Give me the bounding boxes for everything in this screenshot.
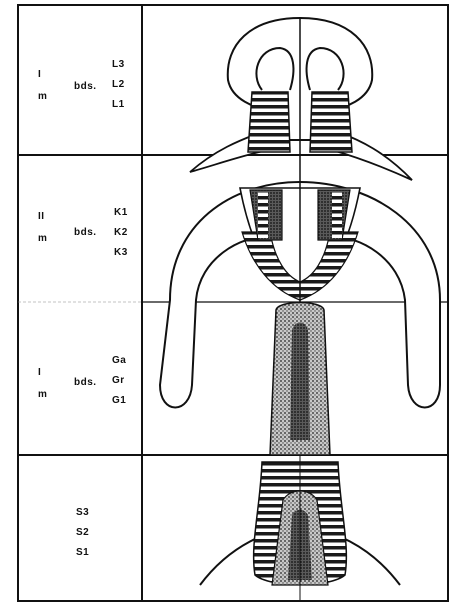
stage-2-embryo	[160, 155, 440, 455]
row-1-code-1: L3	[112, 60, 125, 70]
row-3-code-1: Ga	[112, 356, 126, 366]
row-1-code-3: L1	[112, 100, 125, 110]
trunk-core	[290, 323, 310, 441]
row-4-code-3: S1	[76, 548, 89, 558]
row-2-roman: II	[38, 212, 45, 222]
row-1-roman: I	[38, 70, 41, 80]
row-3-mid: bds.	[74, 378, 97, 388]
right-stripe-column-2	[332, 192, 342, 238]
row-3-code-3: G1	[112, 396, 126, 406]
row-3-roman: I	[38, 368, 41, 378]
row-1-mid: bds.	[74, 82, 97, 92]
row-2-sub: m	[38, 234, 47, 244]
row-2-code-1: K1	[114, 208, 128, 218]
row-1-code-2: L2	[112, 80, 125, 90]
row-3-sub: m	[38, 390, 47, 400]
left-striped-column	[248, 92, 290, 152]
row-3-code-2: Gr	[112, 376, 125, 386]
row-1-sub: m	[38, 92, 47, 102]
stage-3-embryo	[200, 455, 400, 601]
right-striped-column	[310, 92, 352, 152]
row-2-code-3: K3	[114, 248, 128, 258]
row-2-code-2: K2	[114, 228, 128, 238]
row-2-mid: bds.	[74, 228, 97, 238]
row-4-code-2: S2	[76, 528, 89, 538]
left-stripe-column-2	[258, 192, 268, 238]
row-4-code-1: S3	[76, 508, 89, 518]
